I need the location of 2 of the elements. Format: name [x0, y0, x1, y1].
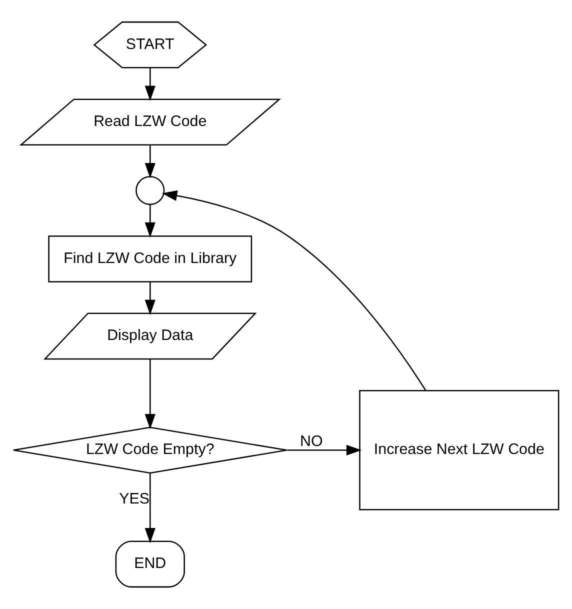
edge-label: NO — [300, 432, 323, 450]
edge-label: YES — [119, 490, 150, 508]
